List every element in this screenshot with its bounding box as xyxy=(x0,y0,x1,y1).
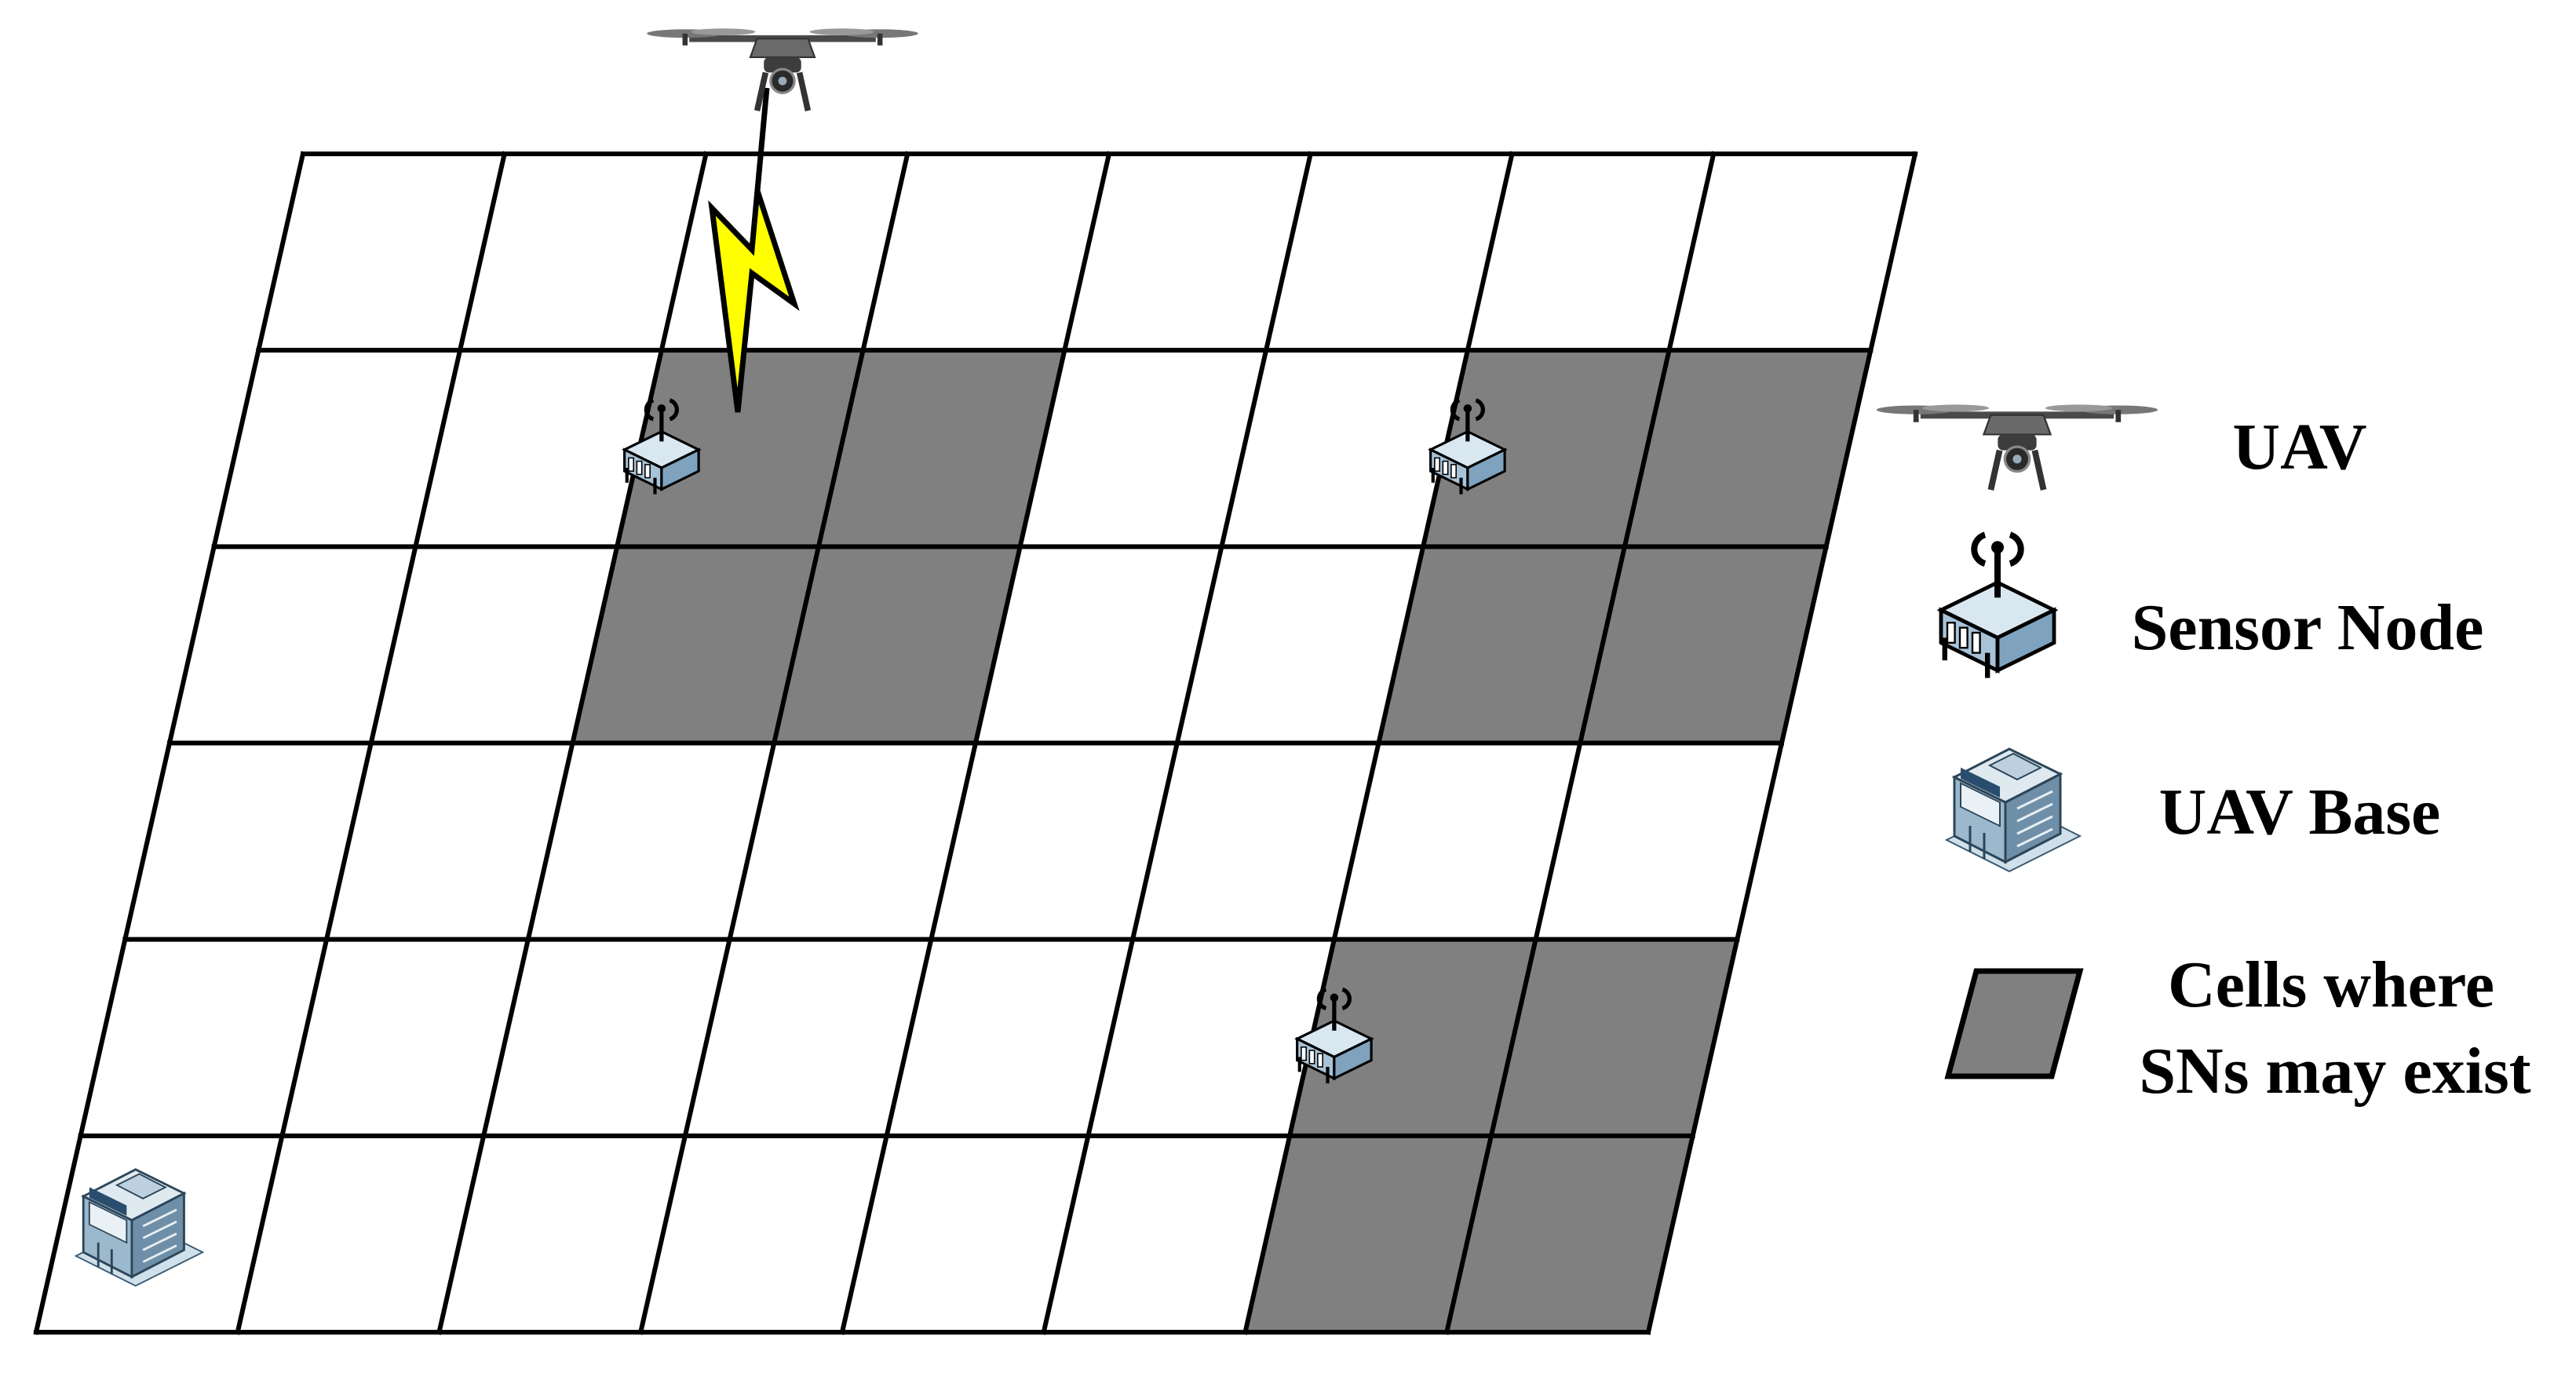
grid-cell xyxy=(327,743,573,940)
legend-sensor-node-icon xyxy=(1941,535,2054,677)
grid-col-line xyxy=(1443,151,1717,1335)
grid-cell xyxy=(1064,154,1311,351)
grid-cell xyxy=(1535,743,1782,940)
legend-shaded-cell-icon xyxy=(1944,968,2084,1079)
grid-col-line xyxy=(1242,151,1516,1335)
grid-cell xyxy=(863,154,1109,351)
grid-cell-shaded xyxy=(1580,546,1826,743)
grid-cell xyxy=(527,743,775,940)
grid-cell-shaded xyxy=(1290,939,1536,1136)
grid-cell xyxy=(213,350,461,547)
grid-col-line xyxy=(1041,151,1314,1335)
grid-cell xyxy=(1043,1135,1290,1332)
grid-cell xyxy=(258,154,505,351)
grid-cell xyxy=(684,939,932,1136)
legend-uav-base-label: UAV Base xyxy=(2158,776,2441,849)
grid-cell xyxy=(1334,743,1581,940)
grid-col-line xyxy=(436,151,710,1335)
grid-cell-shaded xyxy=(1245,1135,1491,1332)
grid-cell xyxy=(1669,154,1915,351)
grid-cell xyxy=(1467,154,1714,351)
grid-cell-shaded xyxy=(572,546,819,743)
grid-cells xyxy=(36,154,1915,1332)
grid-cell xyxy=(460,154,706,351)
grid-cell-shaded xyxy=(617,350,863,547)
grid-cell xyxy=(729,743,976,940)
grid-cell-shaded xyxy=(1447,1135,1693,1332)
grid-col-line xyxy=(839,151,1112,1335)
grid-cell-shaded xyxy=(1423,350,1669,547)
grid-cell-shaded xyxy=(818,350,1065,547)
grid-cell xyxy=(282,939,528,1136)
grid-cell-shaded xyxy=(774,546,1020,743)
legend-drone-icon xyxy=(1877,404,2158,490)
legend-uav-label: UAV xyxy=(2232,411,2367,484)
grid-cell xyxy=(931,743,1177,940)
grid-cell xyxy=(370,546,618,743)
grid-cell xyxy=(1020,350,1267,547)
uav-icon xyxy=(647,28,918,111)
grid-cell xyxy=(886,939,1133,1136)
grid-cell xyxy=(1266,154,1512,351)
legend-cells-label-line2: SNs may exist xyxy=(2139,1035,2531,1108)
grid-cell xyxy=(80,939,327,1136)
grid-cell xyxy=(483,939,730,1136)
grid-col-line xyxy=(637,151,910,1335)
wireless-link-bolt xyxy=(708,87,800,413)
legend-building-icon xyxy=(1945,747,2082,873)
grid-cell xyxy=(1221,350,1468,547)
grid-cell xyxy=(976,546,1222,743)
grid-cell xyxy=(640,1135,887,1332)
grid-cell xyxy=(1133,743,1379,940)
grid-cell xyxy=(842,1135,1089,1332)
grid-lines xyxy=(33,151,1918,1335)
grid-cell xyxy=(125,743,371,940)
grid-col-line xyxy=(1645,151,1918,1335)
legend xyxy=(1877,404,2158,1079)
grid-cell xyxy=(170,546,416,743)
grid-col-line xyxy=(235,151,508,1335)
grid-cell xyxy=(439,1135,685,1332)
grid-cell xyxy=(1088,939,1334,1136)
legend-sensor-node-label: Sensor Node xyxy=(2131,591,2484,664)
grid-cell-shaded xyxy=(1491,939,1738,1136)
grid-cell-shaded xyxy=(1378,546,1625,743)
grid-col-line xyxy=(33,151,306,1335)
grid-cell xyxy=(415,350,662,547)
grid-cell-shaded xyxy=(1624,350,1871,547)
legend-cells-label-line1: Cells where xyxy=(2167,948,2495,1021)
grid-cell xyxy=(1177,546,1424,743)
grid-cell xyxy=(237,1135,484,1332)
